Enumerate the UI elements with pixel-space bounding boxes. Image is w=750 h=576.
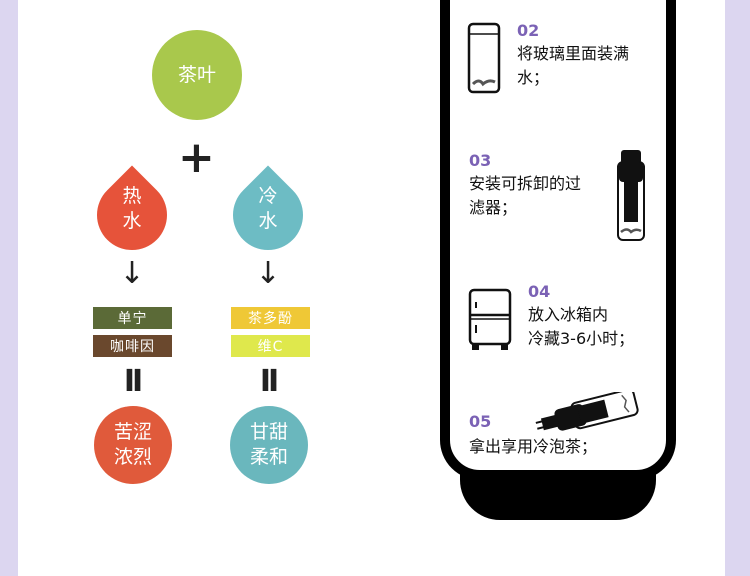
step-number: 02 [517, 21, 540, 40]
step-text-line: 放入冰箱内 [528, 305, 609, 324]
filter-bottle-icon [617, 150, 645, 241]
equals-icon: II [123, 364, 143, 399]
hot-result-circle: 苦涩浓烈 [94, 406, 172, 484]
cold-result-line1: 甘甜 [249, 421, 288, 443]
step-text-line: 滤器； [469, 198, 518, 217]
hot-water-drop: 热水 [82, 158, 182, 265]
arrow-down-icon: ↓ [119, 256, 145, 291]
tea-leaf-circle: 茶叶 [152, 30, 242, 120]
step-text-line: 冷藏3-6小时； [528, 329, 635, 348]
hot-result-line2: 浓烈 [113, 446, 152, 468]
arrow-down-icon: ↓ [255, 256, 281, 291]
cold-result-circle: 甘甜柔和 [230, 406, 308, 484]
step-03: 03 安装可拆卸的过 滤器； [469, 151, 581, 220]
hot-water-line2: 水 [122, 210, 142, 232]
cold-water-line2: 水 [258, 210, 278, 232]
step-number: 05 [469, 412, 492, 431]
step-02: 02 将玻璃里面装满 水； [517, 21, 629, 90]
step-number: 03 [469, 151, 492, 170]
pouring-bottle-icon [535, 392, 639, 431]
fridge-icon [468, 288, 512, 350]
equals-icon: II [259, 364, 279, 399]
step-04: 04 放入冰箱内 冷藏3-6小时； [528, 282, 634, 351]
step-text-line: 水； [517, 68, 550, 87]
label-tannin: 单宁 [93, 307, 172, 329]
label-polyphenol: 茶多酚 [231, 307, 310, 329]
glass-icon [467, 22, 501, 94]
cold-water-line1: 冷 [258, 185, 278, 207]
label-vitamin-c: 维C [231, 335, 310, 357]
step-05: 05 拿出享用冷泡茶； [469, 412, 597, 459]
step-text-line: 安装可拆卸的过 [469, 174, 582, 193]
step-number: 04 [528, 282, 551, 301]
cold-result-line2: 柔和 [249, 446, 288, 468]
step-text-line: 拿出享用冷泡茶； [469, 437, 598, 456]
label-caffeine: 咖啡因 [93, 335, 172, 357]
hot-water-line1: 热 [122, 185, 142, 207]
cold-water-drop: 冷水 [218, 158, 318, 265]
hot-result-line1: 苦涩 [113, 421, 152, 443]
step-text-line: 将玻璃里面装满 [517, 44, 630, 63]
plus-icon: + [178, 132, 215, 183]
